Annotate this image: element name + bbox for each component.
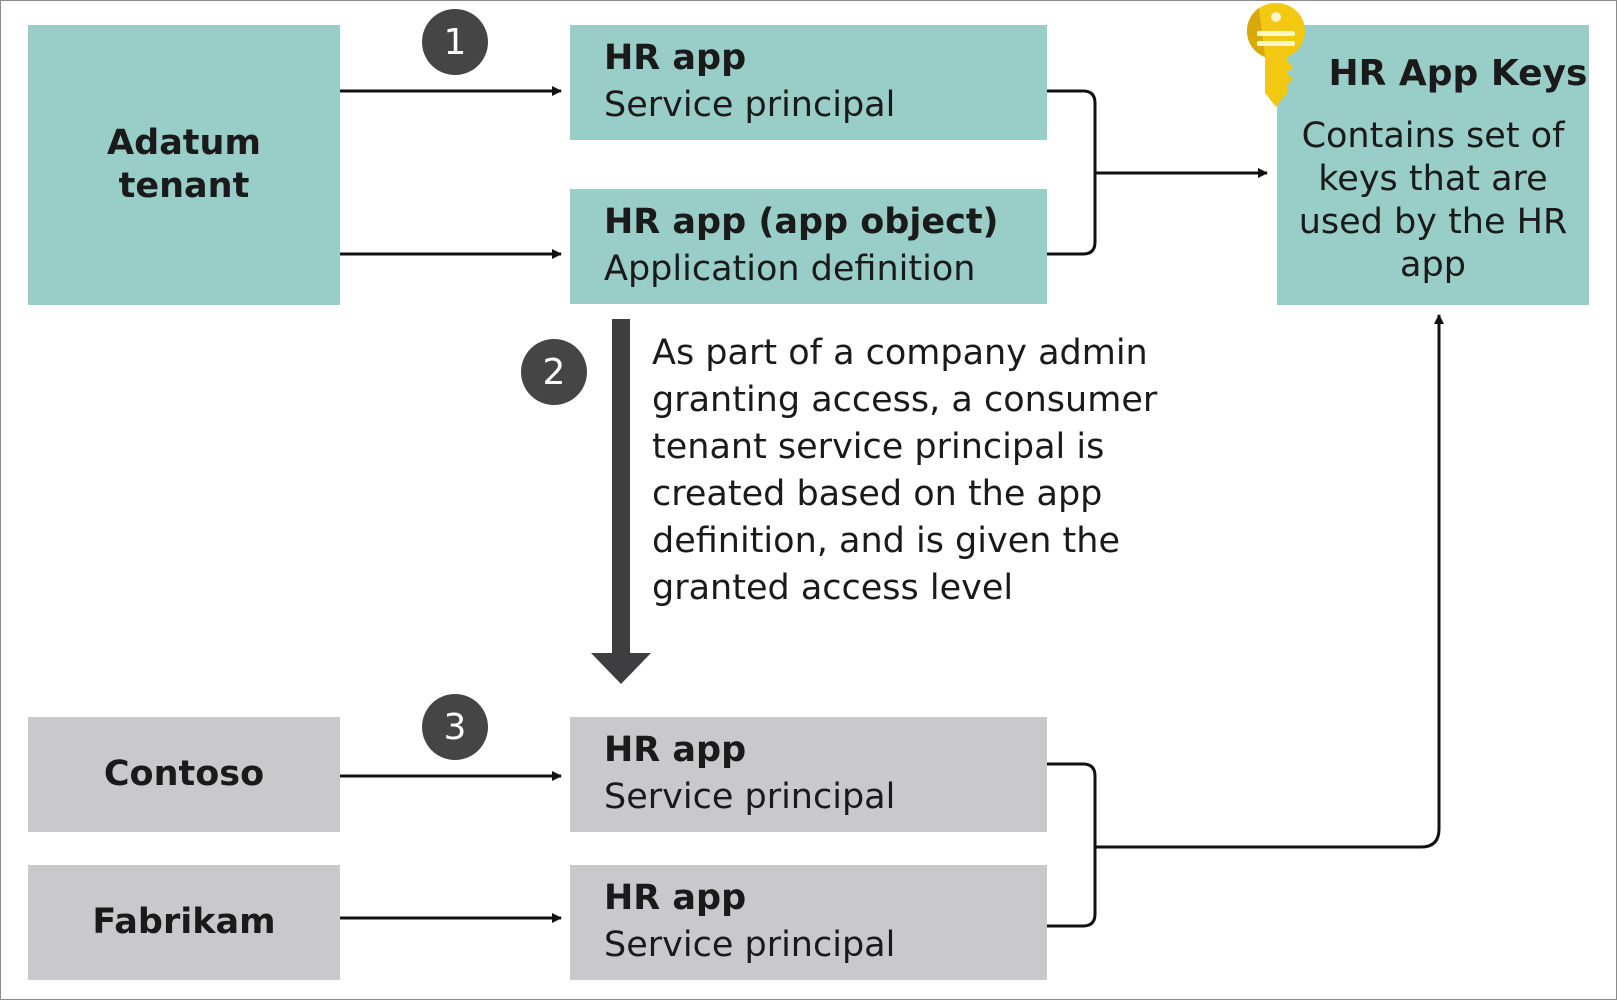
- contoso-service-principal-subtitle: Service principal: [604, 777, 896, 817]
- fabrikam-service-principal-box: HR app Service principal: [570, 865, 1047, 980]
- contoso-service-principal-title: HR app: [604, 730, 747, 770]
- step-1-badge: 1: [422, 9, 488, 75]
- app-object-title: HR app (app object): [604, 202, 999, 242]
- contoso-service-principal-box: HR app Service principal: [570, 717, 1047, 832]
- adatum-tenant-label: Adatum tenant: [107, 123, 261, 206]
- fabrikam-service-principal-subtitle: Service principal: [604, 925, 896, 965]
- fabrikam-service-principal-title: HR app: [604, 878, 747, 918]
- provisioning-arrow-head: [591, 653, 651, 684]
- app-object-subtitle: Application definition: [604, 249, 976, 289]
- adatum-tenant-box: Adatum tenant: [28, 25, 340, 305]
- bracket-adatum-to-keys: [1047, 89, 1097, 256]
- key-icon: [1247, 3, 1305, 107]
- contoso-tenant-label: Contoso: [103, 754, 265, 794]
- bracket-consumers-to-keys: [1047, 762, 1097, 928]
- hr-app-keys-description: Contains set of keys that are used by th…: [1298, 116, 1568, 285]
- service-principal-title: HR app: [604, 38, 747, 78]
- provisioning-note: As part of a company admin granting acce…: [652, 333, 1158, 608]
- arrow-consumers-to-keys: [1095, 314, 1444, 849]
- step-3-badge: 3: [422, 694, 488, 760]
- provisioning-arrow-shaft: [612, 319, 630, 654]
- fabrikam-tenant-label: Fabrikam: [92, 902, 276, 942]
- adatum-service-principal-box: HR app Service principal: [570, 25, 1047, 140]
- service-principal-subtitle: Service principal: [604, 85, 896, 125]
- hr-app-keys-box: HR App Keys Contains set of keys that ar…: [1277, 25, 1589, 305]
- hr-app-keys-title: HR App Keys: [1328, 53, 1588, 94]
- step-2-badge: 2: [521, 339, 587, 405]
- app-object-box: HR app (app object) Application definiti…: [570, 189, 1047, 304]
- contoso-tenant-box: Contoso: [28, 717, 340, 832]
- fabrikam-tenant-box: Fabrikam: [28, 865, 340, 980]
